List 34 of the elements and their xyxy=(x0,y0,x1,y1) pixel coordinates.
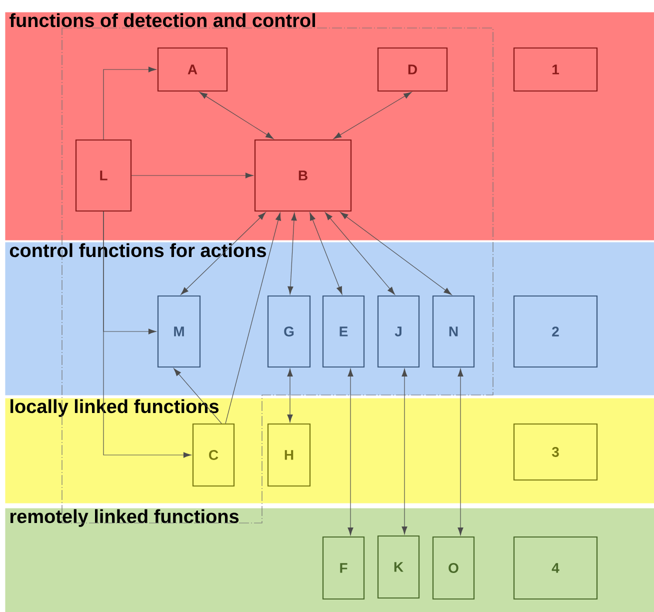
arrow xyxy=(103,66,156,140)
function-box: O xyxy=(432,536,475,600)
function-box: F xyxy=(322,536,365,600)
function-box: 4 xyxy=(513,536,598,600)
function-box: E xyxy=(322,295,365,368)
arrow xyxy=(180,212,266,295)
arrow xyxy=(402,368,408,534)
arrow xyxy=(199,92,274,139)
function-box: C xyxy=(192,423,235,487)
arrow xyxy=(348,368,354,536)
function-box: 3 xyxy=(513,423,598,481)
function-box: L xyxy=(75,139,132,212)
function-box: B xyxy=(254,139,352,212)
function-box: 1 xyxy=(513,47,598,92)
arrow xyxy=(310,212,342,294)
function-box: M xyxy=(157,295,201,368)
function-box: A xyxy=(157,47,228,92)
arrow xyxy=(458,368,464,536)
arrow xyxy=(287,368,293,422)
function-box: K xyxy=(377,535,420,599)
function-box: 2 xyxy=(513,295,598,368)
arrow xyxy=(333,92,412,140)
arrow xyxy=(325,212,395,295)
arrow xyxy=(225,212,281,424)
arrow xyxy=(288,212,297,294)
arrow xyxy=(340,212,452,295)
function-box: J xyxy=(377,295,420,368)
function-box: H xyxy=(267,423,311,487)
function-box: N xyxy=(432,295,475,368)
function-box: D xyxy=(377,47,448,92)
arrow xyxy=(131,172,254,178)
function-box: G xyxy=(267,295,311,368)
arrow xyxy=(174,368,222,424)
arrow xyxy=(103,211,192,458)
